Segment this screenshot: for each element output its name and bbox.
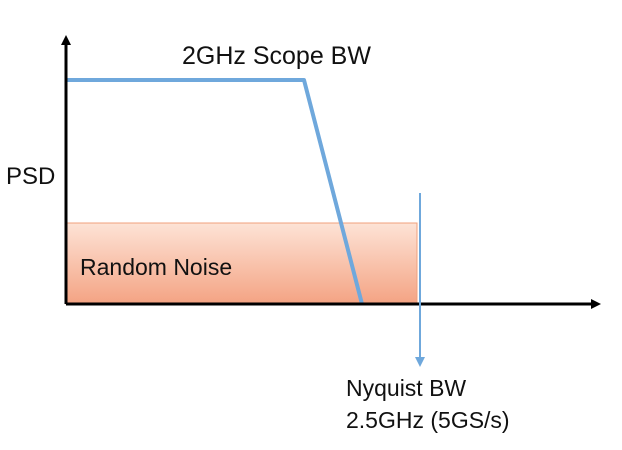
- nyquist-label-line2: 2.5GHz (5GS/s): [346, 407, 510, 433]
- scope-bandwidth-curve: [66, 78, 364, 305]
- y-axis-label: PSD: [6, 163, 55, 190]
- scope-bandwidth-label: 2GHz Scope BW: [182, 42, 371, 70]
- nyquist-label-line1: Nyquist BW: [346, 375, 466, 401]
- random-noise-label: Random Noise: [80, 254, 232, 280]
